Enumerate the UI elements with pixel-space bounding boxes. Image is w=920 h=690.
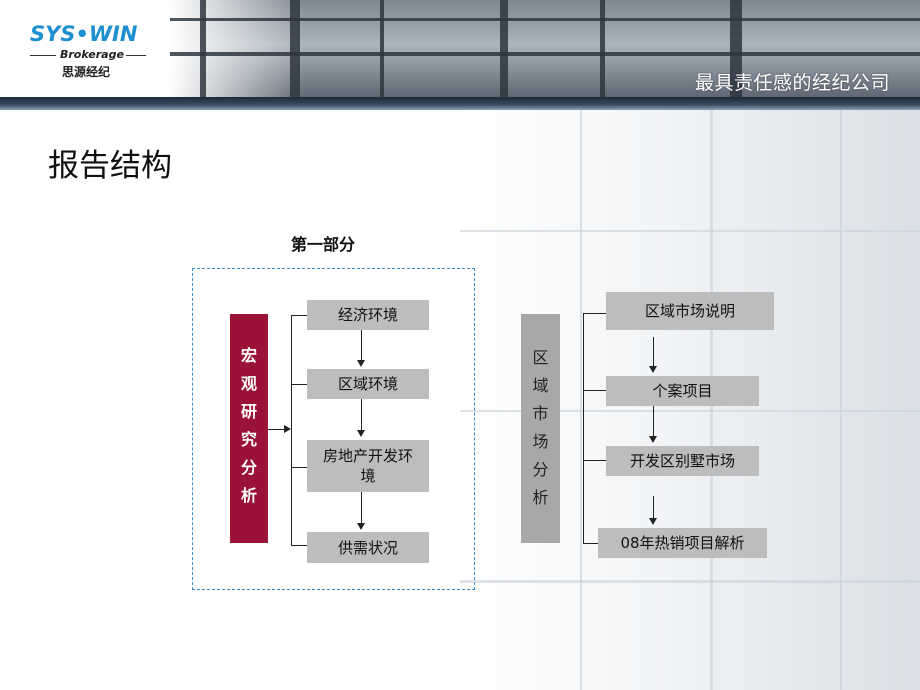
label-char: 分 <box>240 458 257 477</box>
label-char: 究 <box>240 430 257 449</box>
item-real-estate-environment-text: 房地产开发环境 <box>322 447 413 485</box>
item-hot-selling-projects: 08年热销项目解析 <box>598 528 767 558</box>
flow-line <box>361 330 362 360</box>
item-real-estate-environment: 房地产开发环境 <box>307 440 429 492</box>
right-bracket-vertical <box>583 313 584 544</box>
left-bracket-tick <box>291 467 308 468</box>
logo-wordmark: SYS•WIN <box>30 22 138 46</box>
part-one-frame <box>192 268 475 590</box>
section-title: 第一部分 <box>291 235 356 254</box>
flow-arrow <box>357 360 365 367</box>
item-supply-demand: 供需状况 <box>307 532 429 563</box>
right-bracket-tick <box>583 543 598 544</box>
page-title: 报告结构 <box>48 148 172 184</box>
header-slogan: 最具责任感的经纪公司 <box>694 72 890 94</box>
header-band <box>0 97 920 110</box>
company-logo: SYS•WIN Brokerage 思源经纪 <box>30 22 150 82</box>
left-bracket-tick <box>291 384 308 385</box>
flow-arrow <box>649 366 657 373</box>
label-char: 研 <box>240 402 257 421</box>
logo-rule-left <box>30 55 56 56</box>
right-bracket-tick <box>583 460 606 461</box>
label-char: 析 <box>240 486 257 505</box>
macro-analysis-label: 宏 观 研 究 分 析 <box>230 314 268 543</box>
logo-rule-right <box>126 55 146 56</box>
left-bracket-tick <box>291 315 308 316</box>
label-char: 宏 <box>240 346 257 365</box>
regional-market-analysis-label: 区 域 市 场 分 析 <box>521 314 560 543</box>
item-villa-market: 开发区别墅市场 <box>606 446 759 476</box>
flow-arrow <box>357 523 365 530</box>
flow-arrow <box>357 430 365 437</box>
label-char: 析 <box>532 488 549 507</box>
left-bracket-tick <box>291 545 308 546</box>
flow-line <box>653 337 654 366</box>
item-regional-market-description: 区域市场说明 <box>606 292 774 330</box>
label-char: 市 <box>532 404 549 423</box>
label-char: 域 <box>532 376 549 395</box>
logo-subtitle: Brokerage <box>60 48 124 61</box>
label-to-bracket-arrow <box>284 425 291 433</box>
label-char: 观 <box>240 374 257 393</box>
label-char: 区 <box>532 348 549 367</box>
flow-line <box>361 492 362 523</box>
flow-line <box>653 496 654 518</box>
header-photo <box>170 0 920 100</box>
left-bracket-vertical <box>291 315 292 545</box>
item-regional-environment: 区域环境 <box>307 369 429 399</box>
flow-line <box>361 399 362 430</box>
item-case-projects: 个案项目 <box>606 376 759 406</box>
item-economic-environment: 经济环境 <box>307 300 429 330</box>
right-bracket-tick <box>583 390 606 391</box>
logo-chinese-name: 思源经纪 <box>62 65 111 79</box>
flow-arrow <box>649 518 657 525</box>
right-bracket-tick <box>583 313 606 314</box>
flow-line <box>653 406 654 436</box>
label-char: 场 <box>532 432 549 451</box>
label-char: 分 <box>532 460 549 479</box>
header-banner: SYS•WIN Brokerage 思源经纪 最具责任感的经纪公司 <box>0 0 920 110</box>
flow-arrow <box>649 436 657 443</box>
label-to-bracket-line <box>268 429 285 430</box>
